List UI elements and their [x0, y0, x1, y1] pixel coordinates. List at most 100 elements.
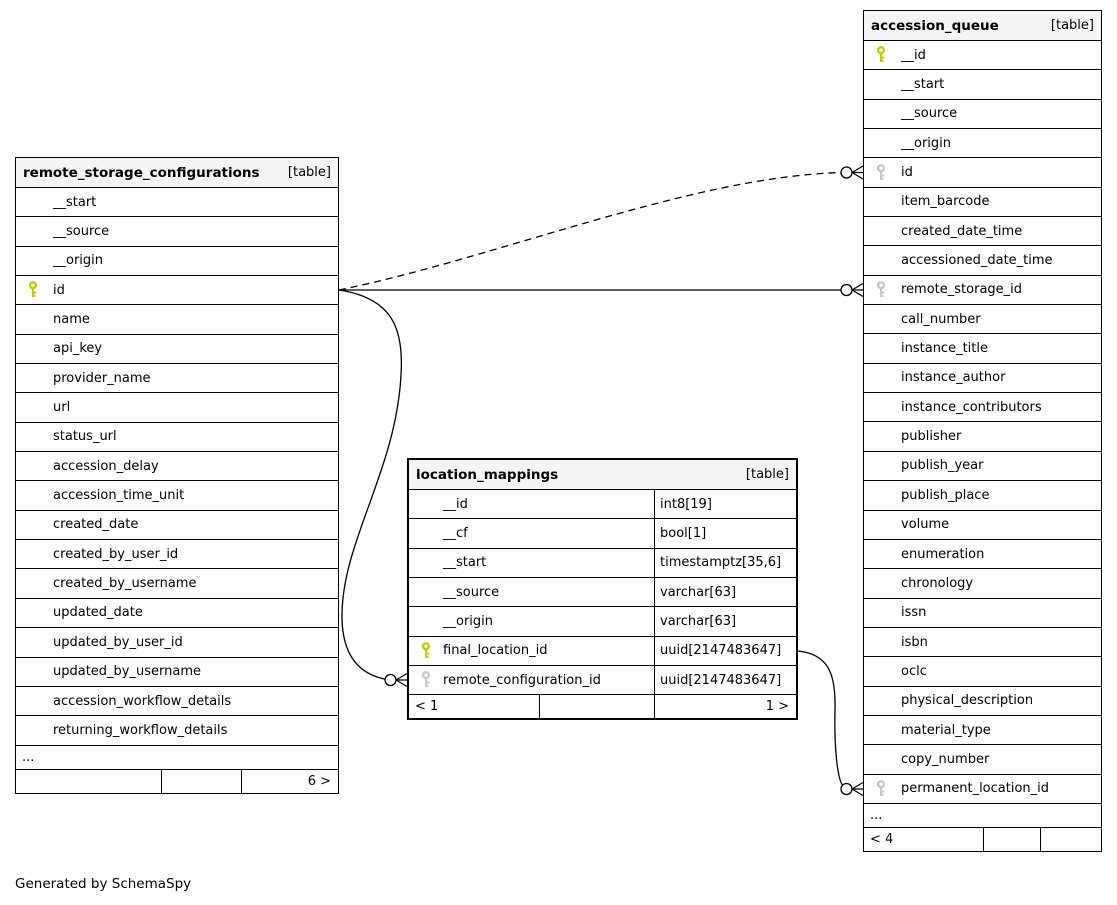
column-row-__cf: __cf bool[1] — [409, 518, 796, 548]
column-name: __source — [901, 106, 958, 122]
table-type-tag: [table] — [1050, 18, 1094, 33]
column-name: call_number — [901, 311, 981, 327]
column-row-accession_workflow_details: accession_workflow_details — [16, 685, 338, 716]
column-name: item_barcode — [901, 194, 990, 210]
column-name: updated_by_username — [53, 664, 201, 680]
column-name: __start — [901, 77, 945, 93]
foreign-key-icon — [875, 281, 887, 299]
column-row-__origin: __origin — [864, 128, 1101, 158]
relationship-line-id-to-remote_configuration_id — [338, 289, 403, 680]
column-name: instance_author — [901, 370, 1006, 386]
column-row-item_barcode: item_barcode — [864, 186, 1101, 217]
column-name: created_by_user_id — [53, 546, 179, 562]
column-row-material_type: material_type — [864, 714, 1101, 745]
column-name: material_type — [901, 722, 991, 738]
column-row-updated_by_user_id: updated_by_user_id — [16, 627, 338, 657]
column-name: issn — [901, 605, 927, 621]
column-row-__start: __start timestamptz[35,6] — [409, 547, 796, 578]
column-name: remote_configuration_id — [443, 672, 601, 688]
column-name: publisher — [901, 429, 962, 445]
column-row-publish_place: publish_place — [864, 480, 1101, 510]
column-row-created_date_time: created_date_time — [864, 216, 1101, 246]
column-name: id — [53, 282, 65, 298]
column-name: updated_date — [53, 605, 143, 621]
table-header[interactable]: accession_queue [table] — [864, 11, 1101, 40]
degree-cell — [983, 827, 1040, 851]
column-name: status_url — [53, 429, 117, 445]
table-footer: < 4 — [864, 826, 1101, 851]
degree-cell: 6 > — [241, 769, 337, 793]
column-name: url — [53, 400, 71, 416]
column-row-api_key: api_key — [16, 333, 338, 364]
column-name: __start — [443, 555, 487, 571]
table-type-tag: [table] — [287, 165, 331, 180]
column-row-__source: __source — [864, 98, 1101, 129]
column-name: api_key — [53, 341, 103, 357]
column-name: created_by_username — [53, 576, 197, 592]
column-row-physical_description: physical_description — [864, 685, 1101, 715]
column-name: __id — [443, 496, 468, 512]
crowfoot-location_mappings-remote_configuration_id — [384, 672, 408, 688]
degree-cell: 1 > — [654, 695, 795, 719]
table-title: location_mappings — [416, 466, 559, 483]
column-name: __origin — [443, 614, 494, 630]
column-row-accession_time_unit: accession_time_unit — [16, 480, 338, 510]
column-name: oclc — [901, 663, 927, 679]
column-name: returning_workflow_details — [53, 722, 228, 738]
table-header[interactable]: remote_storage_configurations [table] — [16, 158, 338, 187]
column-name: physical_description — [901, 693, 1034, 709]
column-name: permanent_location_id — [901, 781, 1050, 797]
table-header[interactable]: location_mappings [table] — [409, 460, 796, 489]
column-row-updated_by_username: updated_by_username — [16, 656, 338, 686]
column-name: __start — [53, 194, 97, 210]
ellipsis-label: ... — [870, 807, 883, 823]
column-row-issn: issn — [864, 597, 1101, 627]
column-name: accessioned_date_time — [901, 253, 1053, 269]
column-type: varchar[63] — [654, 578, 796, 607]
table-remote_storage_configurations[interactable]: remote_storage_configurations [table] __… — [15, 157, 339, 794]
column-row-enumeration: enumeration — [864, 538, 1101, 569]
column-name: __source — [443, 584, 500, 600]
table-accession_queue[interactable]: accession_queue [table] __id __start __sou… — [863, 10, 1102, 852]
column-row-accession_delay: accession_delay — [16, 451, 338, 481]
column-name: enumeration — [901, 546, 985, 562]
column-row-isbn: isbn — [864, 626, 1101, 657]
degree-cell: < 4 — [870, 831, 894, 847]
column-row-publish_year: publish_year — [864, 450, 1101, 481]
primary-key-icon — [420, 641, 432, 660]
generator-note: Generated by SchemaSpy — [15, 876, 192, 892]
column-row-created_by_user_id: created_by_user_id — [16, 539, 338, 569]
column-type: timestamptz[35,6] — [654, 548, 796, 578]
column-row-id: id — [16, 275, 338, 305]
table-title: accession_queue — [871, 17, 999, 34]
column-name: __id — [901, 47, 926, 63]
column-type: uuid[2147483647] — [654, 666, 796, 695]
column-type: bool[1] — [654, 519, 796, 548]
table-footer: < 1 1 > — [409, 694, 796, 719]
column-row-instance_author: instance_author — [864, 362, 1101, 393]
column-name: __origin — [53, 253, 104, 269]
column-row-status_url: status_url — [16, 421, 338, 452]
relationship-line-final_location_id-to-permanent_location_id — [797, 650, 844, 786]
column-row-permanent_location_id: permanent_location_id — [864, 773, 1101, 803]
column-row-__origin: __origin — [16, 245, 338, 276]
column-row-provider_name: provider_name — [16, 363, 338, 393]
column-name: id — [901, 165, 913, 181]
table-footer: 6 > — [16, 768, 338, 793]
primary-key-icon — [27, 281, 39, 299]
column-name: __cf — [443, 526, 468, 542]
hidden-columns-row: ... — [16, 744, 338, 769]
column-name: copy_number — [901, 751, 990, 767]
crowfoot-accession_queue-remote_storage_id — [840, 282, 864, 298]
column-name: created_date_time — [901, 223, 1023, 239]
foreign-key-icon — [875, 779, 887, 798]
column-row-volume: volume — [864, 509, 1101, 539]
column-row-created_date: created_date — [16, 509, 338, 540]
column-name: created_date — [53, 517, 139, 533]
